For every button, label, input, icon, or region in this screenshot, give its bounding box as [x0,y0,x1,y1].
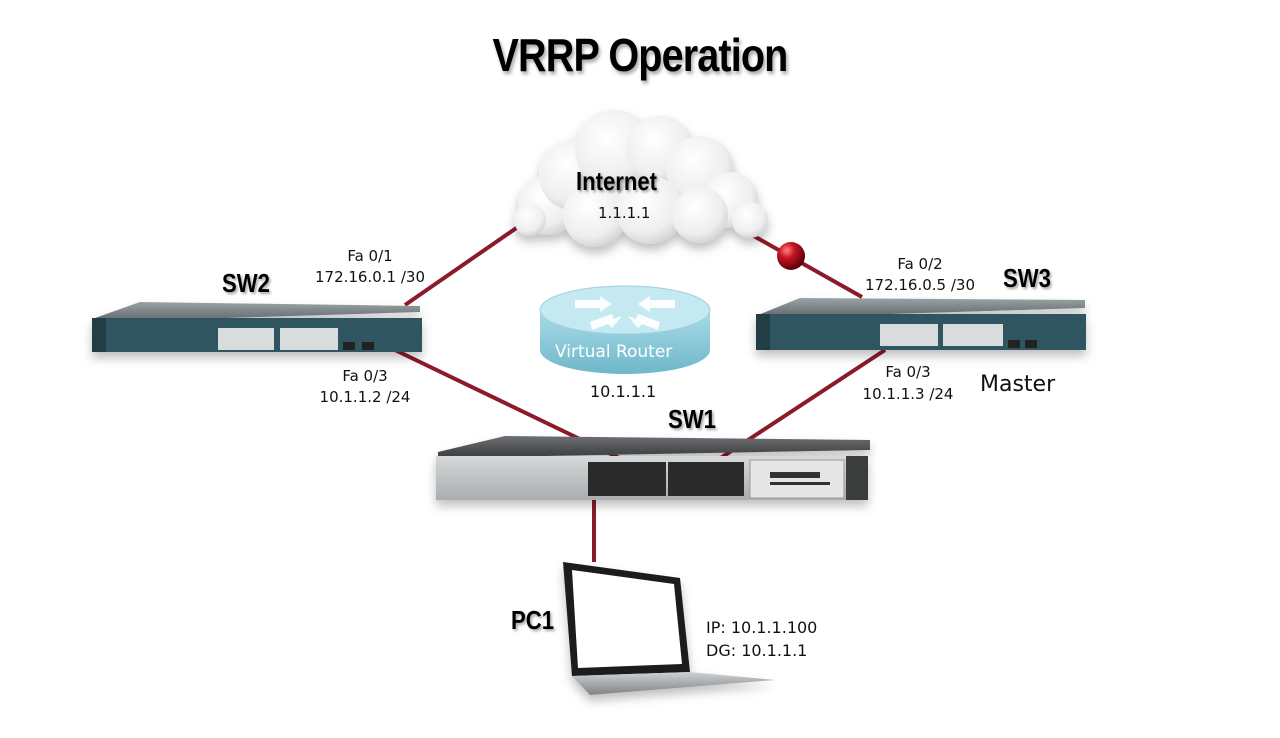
sw3-uplink-iface: Fa 0/2 [897,255,943,273]
pc1-ip: IP: 10.1.1.100 [706,618,818,637]
sw2-label: SW2 [222,268,270,298]
page-title: VRRP Operation [492,29,789,81]
sw2-switch-icon [92,302,422,352]
sw2-uplink-iface: Fa 0/1 [347,247,393,265]
router-icon [539,285,711,374]
cloud-icon [514,110,768,247]
sw3-role-badge: Master [980,372,1056,397]
sw2-downlink-iface: Fa 0/3 [342,367,388,385]
link-internet-sw3 [751,233,863,299]
link-sw2-internet [403,220,527,307]
sw3-label: SW3 [1003,263,1051,293]
sw3-switch-icon [756,298,1086,350]
pc1-label: PC1 [511,605,554,635]
internet-ip: 1.1.1.1 [598,204,651,222]
sw3-downlink-iface: Fa 0/3 [885,363,931,381]
virtual-router-label: Virtual Router [555,342,673,362]
internet-label: Internet [576,166,658,196]
sw2-downlink-ip: 10.1.1.2 /24 [319,388,411,406]
pc1-default-gateway: DG: 10.1.1.1 [706,641,808,660]
sw3-uplink-ip: 172.16.0.5 /30 [864,276,976,294]
link-failure-marker [777,242,805,270]
sw2-uplink-ip: 172.16.0.1 /30 [314,268,426,286]
sw1-label: SW1 [668,404,716,434]
virtual-router-ip: 10.1.1.1 [590,382,657,401]
laptop-icon [563,562,775,695]
sw1-switch-icon [436,436,870,500]
sw3-downlink-ip: 10.1.1.3 /24 [862,385,954,403]
